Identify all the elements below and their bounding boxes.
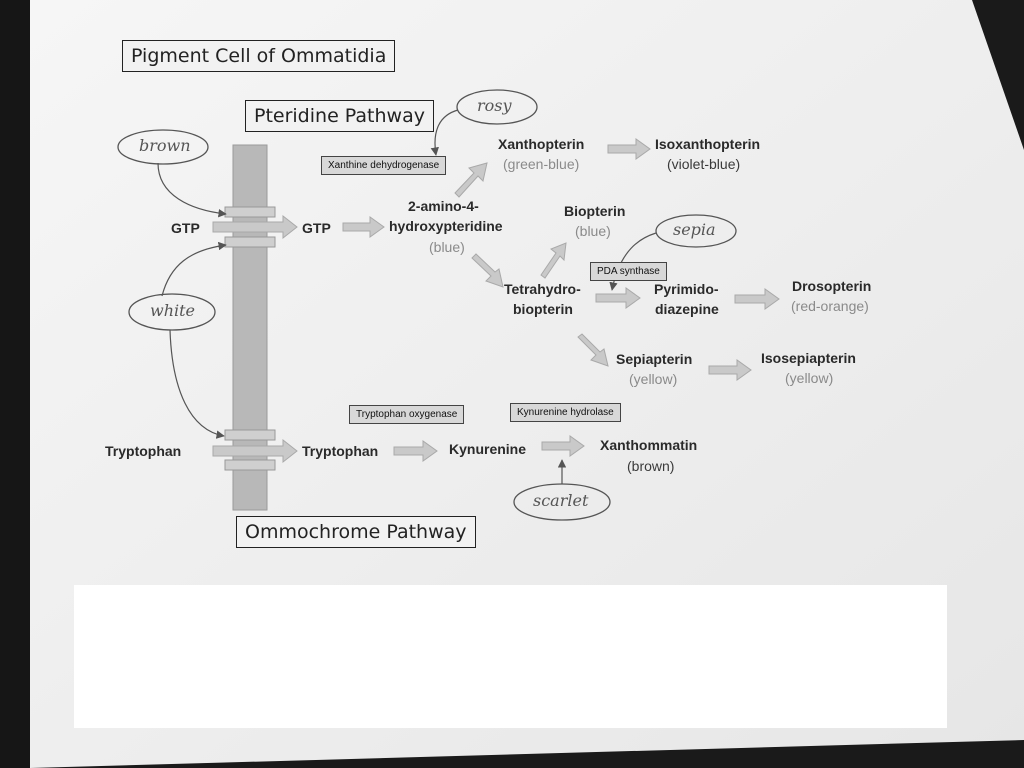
- transport-arrow-tryptophan: [212, 438, 298, 464]
- isosepiapterin-label: Isosepiapterin: [761, 350, 856, 366]
- redaction-box: [74, 585, 947, 728]
- xanthopterin-label: Xanthopterin: [498, 136, 585, 152]
- reaction-arrow: [708, 359, 752, 381]
- tetrahydrobiopterin-line2: biopterin: [513, 301, 573, 317]
- reaction-arrow: [734, 288, 780, 310]
- drosopterin-label: Drosopterin: [792, 278, 872, 294]
- sepia-gene-circle: [655, 214, 737, 248]
- pyrimidodiazepine-line2: diazepine: [655, 301, 719, 317]
- membrane-channel: [224, 206, 276, 218]
- reaction-arrow: [607, 138, 651, 160]
- xanthopterin-color: (green-blue): [503, 156, 580, 172]
- isoxanthopterin-label: Isoxanthopterin: [655, 136, 761, 152]
- reaction-arrow: [454, 162, 488, 198]
- gtp-inside-label: GTP: [302, 220, 331, 236]
- membrane-channel: [224, 429, 276, 441]
- membrane-channel: [224, 459, 276, 471]
- reaction-arrow: [541, 435, 585, 457]
- membrane-channel: [224, 236, 276, 248]
- pyrimidodiazepine-line1: Pyrimido-: [654, 281, 719, 297]
- brown-gene-label: brown: [139, 136, 191, 155]
- rosy-gene-label: rosy: [477, 96, 512, 115]
- sepiapterin-label: Sepiapterin: [616, 351, 693, 367]
- pda-synthase-label: PDA synthase: [590, 262, 667, 281]
- paper-sheet: [30, 0, 1024, 768]
- reaction-arrow: [540, 242, 567, 279]
- kynurenine-label: Kynurenine: [449, 441, 527, 457]
- reaction-arrow: [471, 253, 504, 288]
- reaction-arrow: [595, 287, 641, 309]
- reaction-arrow: [393, 440, 438, 462]
- tryptophan-oxygenase-label: Tryptophan oxygenase: [349, 405, 465, 424]
- drosopterin-color: (red-orange): [791, 298, 869, 314]
- page-title: Pigment Cell of Ommatidia: [122, 40, 396, 72]
- amino-hydroxypteridine-line1: 2-amino-4-: [408, 198, 479, 214]
- isosepiapterin-color: (yellow): [785, 370, 834, 386]
- ommochrome-pathway-label: Ommochrome Pathway: [236, 516, 476, 548]
- isoxanthopterin-color: (violet-blue): [667, 156, 741, 172]
- amino-hydroxypteridine-color: (blue): [429, 239, 465, 255]
- sepiapterin-color: (yellow): [629, 371, 678, 387]
- reaction-arrow: [342, 216, 385, 238]
- xanthommatin-label: Xanthommatin: [600, 437, 698, 453]
- reaction-arrow: [577, 333, 609, 367]
- transport-arrow-gtp: [212, 214, 298, 240]
- gtp-outside-label: GTP: [171, 220, 200, 236]
- biopterin-label: Biopterin: [564, 203, 626, 219]
- sepia-gene-label: sepia: [673, 220, 716, 239]
- scarlet-gene-label: scarlet: [533, 491, 589, 510]
- amino-hydroxypteridine-line2: hydroxypteridine: [389, 218, 503, 234]
- tryptophan-inside-label: Tryptophan: [302, 443, 379, 459]
- white-gene-circle: [128, 293, 216, 331]
- rosy-gene-circle: [456, 89, 538, 125]
- xanthine-dehydrogenase-label: Xanthine dehydrogenase: [321, 156, 447, 175]
- biopterin-color: (blue): [575, 223, 611, 239]
- xanthommatin-color: (brown): [627, 458, 675, 474]
- brown-gene-circle: [117, 129, 209, 165]
- kynurenine-hydrolase-label: Kynurenine hydrolase: [510, 403, 621, 422]
- tetrahydrobiopterin-line1: Tetrahydro-: [504, 281, 581, 297]
- pteridine-pathway-label: Pteridine Pathway: [245, 100, 434, 132]
- white-gene-label: white: [150, 301, 196, 320]
- tryptophan-outside-label: Tryptophan: [105, 443, 182, 459]
